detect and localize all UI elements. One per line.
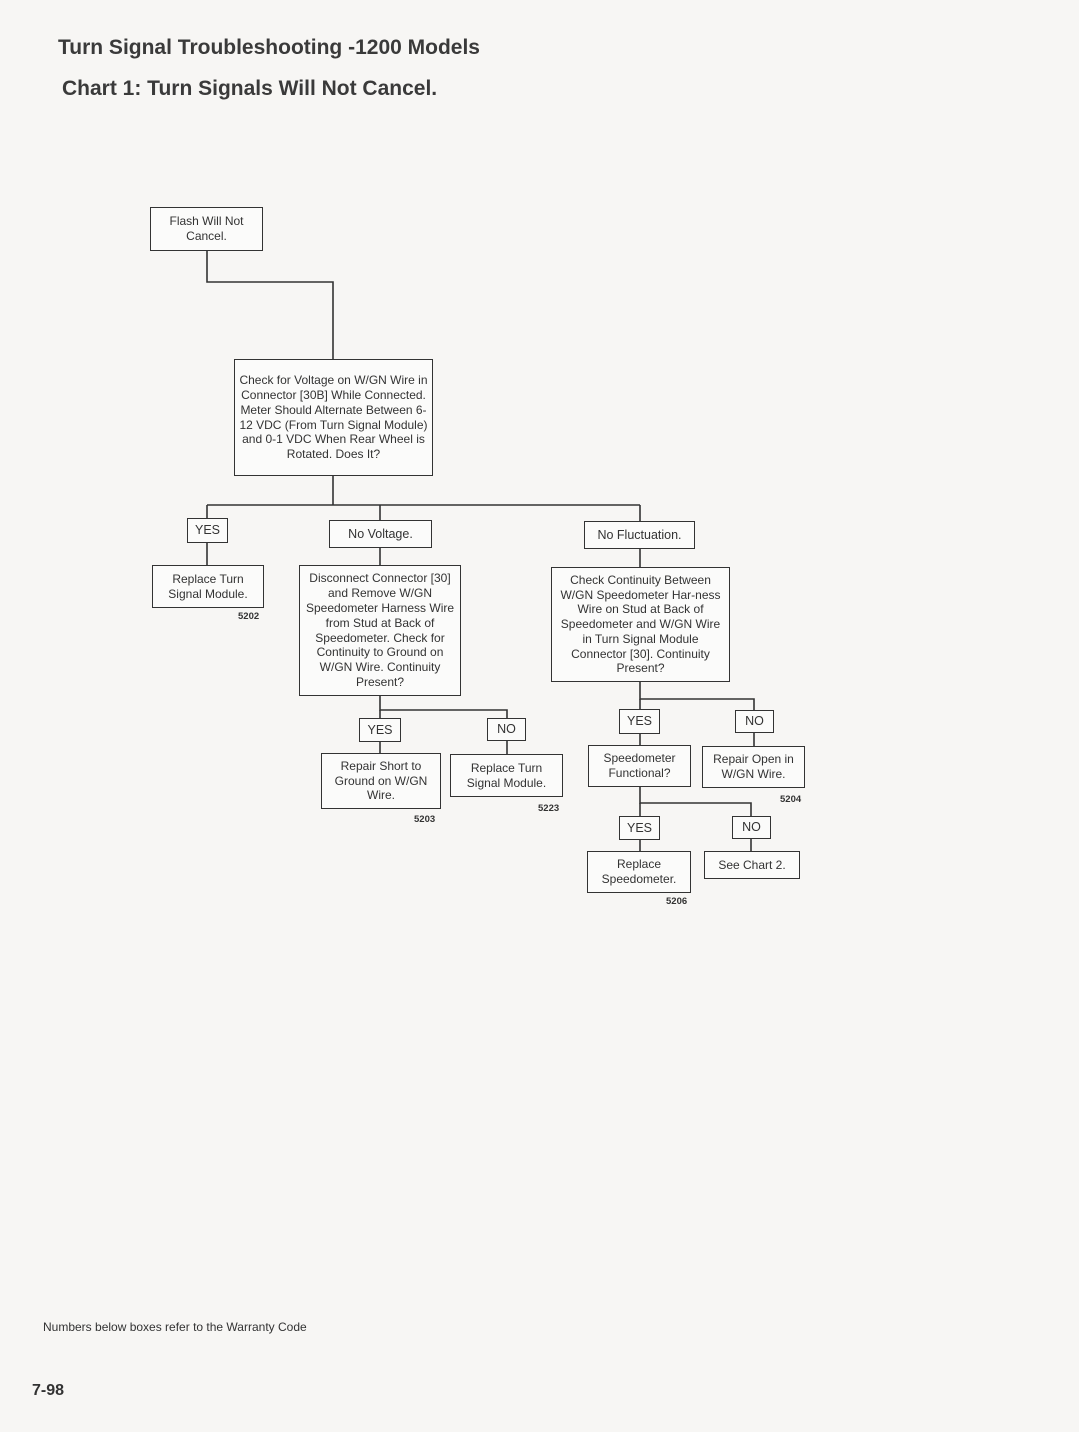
check-continuity-box: Check Continuity Between W/GN Speedomete… [551,567,730,682]
replace-module-box-1: Replace Turn Signal Module. [152,565,264,608]
connector-continuity-branch [639,682,755,710]
connector-speedo-branch [639,787,752,816]
disconnect-connector-box: Disconnect Connector [30] and Remove W/G… [299,565,461,696]
footnote: Numbers below boxes refer to the Warrant… [43,1320,307,1334]
see-chart-2-box: See Chart 2. [704,851,800,879]
no-label-4: NO [732,816,771,839]
warranty-code-5203: 5203 [414,814,436,825]
chart-title: Chart 1: Turn Signals Will Not Cancel. [62,77,438,100]
no-fluctuation-label: No Fluctuation. [584,521,695,549]
yes-label-3: YES [619,709,660,734]
page-number: 7-98 [32,1382,65,1399]
yes-label-1: YES [187,518,228,543]
warranty-code-5204: 5204 [780,794,802,805]
check-voltage-box: Check for Voltage on W/GN Wire in Connec… [234,359,433,476]
repair-short-box: Repair Short to Ground on W/GN Wire. [321,753,441,809]
start-box: Flash Will Not Cancel. [150,207,263,251]
warranty-code-5202: 5202 [238,611,260,622]
replace-module-box-2: Replace Turn Signal Module. [450,754,563,797]
connector-disconnect-branch [379,696,508,718]
yes-label-2: YES [359,718,401,742]
yes-label-4: YES [619,816,660,840]
warranty-code-5223: 5223 [538,803,560,814]
no-label-2: NO [487,718,526,741]
page-title: Turn Signal Troubleshooting -1200 Models [58,36,480,59]
replace-speedometer-box: Replace Speedometer. [587,851,691,893]
speedometer-functional-box: Speedometer Functional? [588,745,691,787]
repair-open-box: Repair Open in W/GN Wire. [702,746,805,788]
connector-start-to-check [206,251,334,359]
no-label-3: NO [735,710,774,733]
warranty-code-5206: 5206 [666,896,688,907]
no-voltage-label: No Voltage. [329,520,432,548]
